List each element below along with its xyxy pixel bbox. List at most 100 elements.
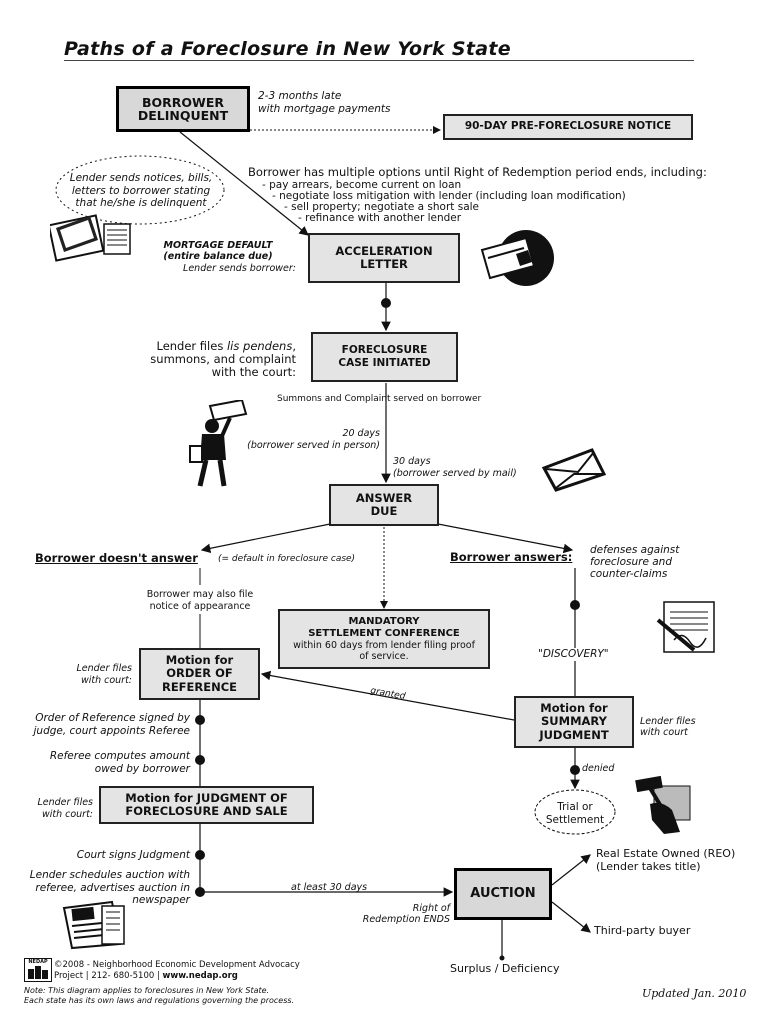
box-line: SUMMARY bbox=[541, 714, 607, 729]
footer-text: Project | 212- 680-5100 | bbox=[54, 970, 163, 981]
option-item: - refinance with another lender bbox=[298, 212, 462, 224]
credit-card-icon bbox=[480, 230, 554, 286]
court-signs-note: Court signs Judgment bbox=[76, 849, 190, 861]
note-line: (borrower served by mail) bbox=[393, 467, 517, 479]
discovery-label: "DISCOVERY" bbox=[536, 648, 611, 661]
note-line: counter-claims bbox=[590, 568, 668, 580]
note-line: with court bbox=[640, 727, 688, 738]
note-line: Right of bbox=[412, 903, 450, 914]
document-pen-icon bbox=[656, 601, 715, 653]
doesnt-answer-label: Borrower doesn't answer bbox=[35, 551, 198, 565]
note-text: Lender files bbox=[156, 339, 227, 353]
updated-note: Updated Jan. 2010 bbox=[642, 987, 747, 1000]
note-line: newspaper bbox=[132, 894, 190, 906]
footer-line: ©2008 - Neighborhood Economic Developmen… bbox=[54, 960, 300, 970]
copyright-note: ©2008 - Neighborhood Economic Developmen… bbox=[54, 960, 300, 981]
box-line: AUCTION bbox=[470, 886, 536, 902]
box-line: Motion for JUDGMENT OF bbox=[125, 790, 288, 805]
box-line: SETTLEMENT CONFERENCE bbox=[308, 628, 460, 639]
note-line: with court: bbox=[41, 808, 93, 820]
note-line: that he/she is delinquent bbox=[75, 197, 207, 209]
note-line: with court: bbox=[80, 674, 132, 686]
order-of-reference-box: Motion for ORDER OF REFERENCE bbox=[139, 648, 260, 700]
thirty-days-note: 30 days (borrower served by mail) bbox=[393, 456, 517, 479]
redemption-ends-note: Right of Redemption ENDS bbox=[330, 903, 450, 925]
footer-note: Note: This diagram applies to foreclosur… bbox=[24, 986, 294, 1006]
box-line: ACCELERATION bbox=[335, 243, 433, 258]
referee-computes-note: Referee computes amount owed by borrower bbox=[4, 750, 190, 775]
twenty-days-note: 20 days (borrower served in person) bbox=[226, 428, 380, 451]
note-line: with mortgage payments bbox=[258, 102, 391, 115]
answers-colon: : bbox=[567, 550, 573, 564]
note-line: Settlement bbox=[545, 813, 605, 826]
box-line: MANDATORY bbox=[348, 616, 420, 627]
notice-of-appearance-note: Borrower may also file notice of appeara… bbox=[130, 589, 270, 613]
footer-line: Note: This diagram applies to foreclosur… bbox=[24, 986, 270, 995]
box-line: Motion for bbox=[540, 700, 608, 715]
option-item: - pay arrears, become current on loan bbox=[262, 179, 462, 191]
summons-served-note: Summons and Complaint served on borrower bbox=[277, 394, 482, 404]
logo-text: NEDAP bbox=[28, 959, 48, 965]
nedap-logo-icon: NEDAP bbox=[24, 958, 52, 982]
note-line: Real Estate Owned (REO) bbox=[596, 847, 736, 860]
order-signed-note: Order of Reference signed by judge, cour… bbox=[4, 712, 191, 737]
note-text: , bbox=[292, 339, 296, 353]
pre-foreclosure-notice-box: 90-DAY PRE-FORECLOSURE NOTICE bbox=[443, 114, 693, 140]
trial-ellipse bbox=[534, 789, 616, 835]
late-payments-note: 2-3 months late with mortgage payments bbox=[258, 90, 391, 115]
footer-line: Each state has its own laws and regulati… bbox=[24, 996, 295, 1005]
answers-text: Borrower answers bbox=[450, 550, 568, 564]
default-note: (= default in foreclosure case) bbox=[218, 554, 356, 564]
gavel-icon bbox=[635, 775, 691, 834]
note-line: Lender files bbox=[640, 716, 696, 727]
note-line: Borrower may also file bbox=[146, 589, 254, 600]
acceleration-letter-box: ACCELERATION LETTER bbox=[308, 233, 460, 283]
note-line: owed by borrower bbox=[94, 762, 190, 775]
lender-files-court-jf-note: Lender files with court: bbox=[2, 797, 93, 820]
note-line: Lender files bbox=[37, 797, 93, 808]
lender-files-court-sj-note: Lender files with court bbox=[640, 716, 696, 738]
answers-label: Borrower answers: bbox=[450, 551, 572, 564]
note-line: 2-3 months late bbox=[258, 90, 342, 102]
judgment-of-foreclosure-box: Motion for JUDGMENT OF FORECLOSURE AND S… bbox=[99, 786, 314, 824]
answer-due-box: ANSWER DUE bbox=[329, 484, 439, 526]
lender-notices-note: Lender sends notices, bills, letters to … bbox=[58, 172, 224, 210]
schedules-auction-note: Lender schedules auction with referee, a… bbox=[4, 869, 190, 907]
box-line: ANSWER bbox=[355, 490, 413, 505]
title-rule bbox=[64, 60, 694, 61]
box-line: 90-DAY PRE-FORECLOSURE NOTICE bbox=[464, 120, 672, 133]
newspaper-icon bbox=[62, 900, 125, 950]
mail-carrier-icon bbox=[189, 400, 248, 487]
surplus-note: Surplus / Deficiency bbox=[450, 962, 560, 975]
box-line: of service. bbox=[359, 651, 409, 662]
note-line: (borrower served in person) bbox=[247, 439, 380, 451]
note-line: with the court: bbox=[211, 365, 296, 379]
denied-label: denied bbox=[582, 763, 615, 774]
box-line: BORROWER bbox=[142, 94, 224, 110]
box-line: ORDER OF bbox=[166, 666, 233, 681]
note-line: Lender files bbox=[76, 663, 132, 674]
lender-files-court-note: Lender files with court: bbox=[40, 663, 132, 686]
note-line: notice of appearance bbox=[149, 601, 251, 612]
reo-note: Real Estate Owned (REO) (Lender takes ti… bbox=[596, 847, 736, 873]
box-line: FORECLOSURE bbox=[341, 343, 428, 356]
settlement-conference-box: MANDATORY SETTLEMENT CONFERENCE within 6… bbox=[278, 609, 490, 669]
auction-box: AUCTION bbox=[454, 868, 552, 920]
note-line: Lender sends notices, bills, bbox=[69, 172, 213, 184]
note-line: 20 days bbox=[342, 428, 380, 439]
note-line: Order of Reference signed by bbox=[35, 712, 190, 724]
envelope-icon bbox=[541, 448, 607, 492]
note-line: MORTGAGE DEFAULT bbox=[163, 240, 273, 251]
note-line: summons, and complaint bbox=[150, 352, 296, 366]
note-line: (entire balance due) bbox=[163, 251, 273, 262]
lender-sends-borrower-note: Lender sends borrower: bbox=[183, 263, 296, 274]
note-line: referee, advertises auction in bbox=[35, 881, 190, 894]
website-link[interactable]: www.nedap.org bbox=[162, 970, 238, 981]
box-line: FORECLOSURE AND SALE bbox=[125, 804, 288, 818]
note-text-italic: lis pendens bbox=[226, 339, 293, 353]
third-party-note: Third-party buyer bbox=[594, 924, 691, 937]
letters-icon bbox=[50, 214, 131, 262]
box-line: CASE INITIATED bbox=[338, 357, 431, 369]
